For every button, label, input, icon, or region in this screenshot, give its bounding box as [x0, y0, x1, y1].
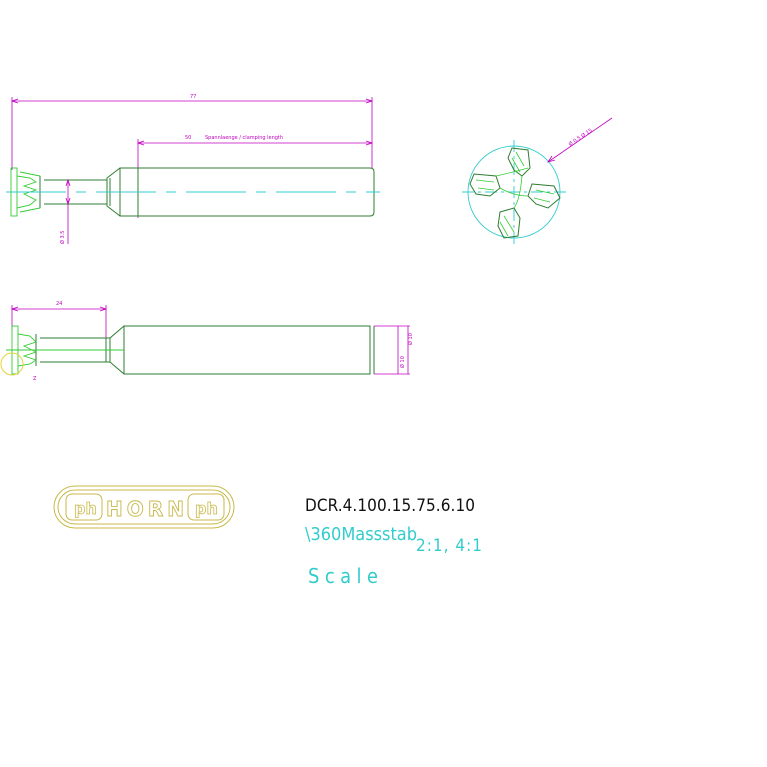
cutter-head-bottom [6, 325, 124, 375]
shank-diameter-text-2: Ø 10 [407, 333, 414, 345]
reach-length-text: 24 [56, 301, 62, 307]
shank-diameter-text: Ø 10 [399, 356, 406, 368]
scale-values: 2:1, 4:1 [416, 536, 482, 556]
end-view: Ø 0.5 Ø 15 [462, 117, 613, 244]
detail-marker-circle [0, 352, 24, 376]
scale-prefix: \360Massstab [305, 524, 417, 545]
end-view-flute-edges [475, 151, 555, 237]
neck-diameter-text: Ø 3.5 [59, 231, 66, 244]
horn-logo [53, 485, 235, 529]
side-view-top: 77 50 Spannlaenge / clamping length [6, 94, 380, 244]
logo-mark-left: ph [74, 499, 97, 518]
logo-text: HORN [106, 497, 184, 521]
end-view-centerlines [462, 140, 566, 244]
reach-dimension [10, 305, 108, 340]
end-view-diameter-text: Ø 0.5 Ø 15 [567, 127, 593, 148]
clamping-length-dimension [136, 139, 374, 218]
logo-mark-right: ph [195, 499, 218, 518]
neck-diameter-dimension [65, 178, 71, 244]
side-view-bottom: 24 Ø 10 Ø 10 Z [0, 301, 414, 382]
shank-diameter-dimension [374, 325, 410, 375]
scale-label: Scale [308, 564, 378, 588]
detail-marker-text: Z [33, 376, 37, 382]
overall-length-text: 77 [190, 94, 196, 100]
end-view-diameter-leader [547, 117, 613, 163]
clamping-length-label: Spannlaenge / clamping length [205, 135, 283, 141]
clamping-length-value: 50 [185, 135, 191, 141]
part-number: DCR.4.100.15.75.6.10 [305, 496, 475, 516]
overall-length-dimension [10, 97, 374, 170]
